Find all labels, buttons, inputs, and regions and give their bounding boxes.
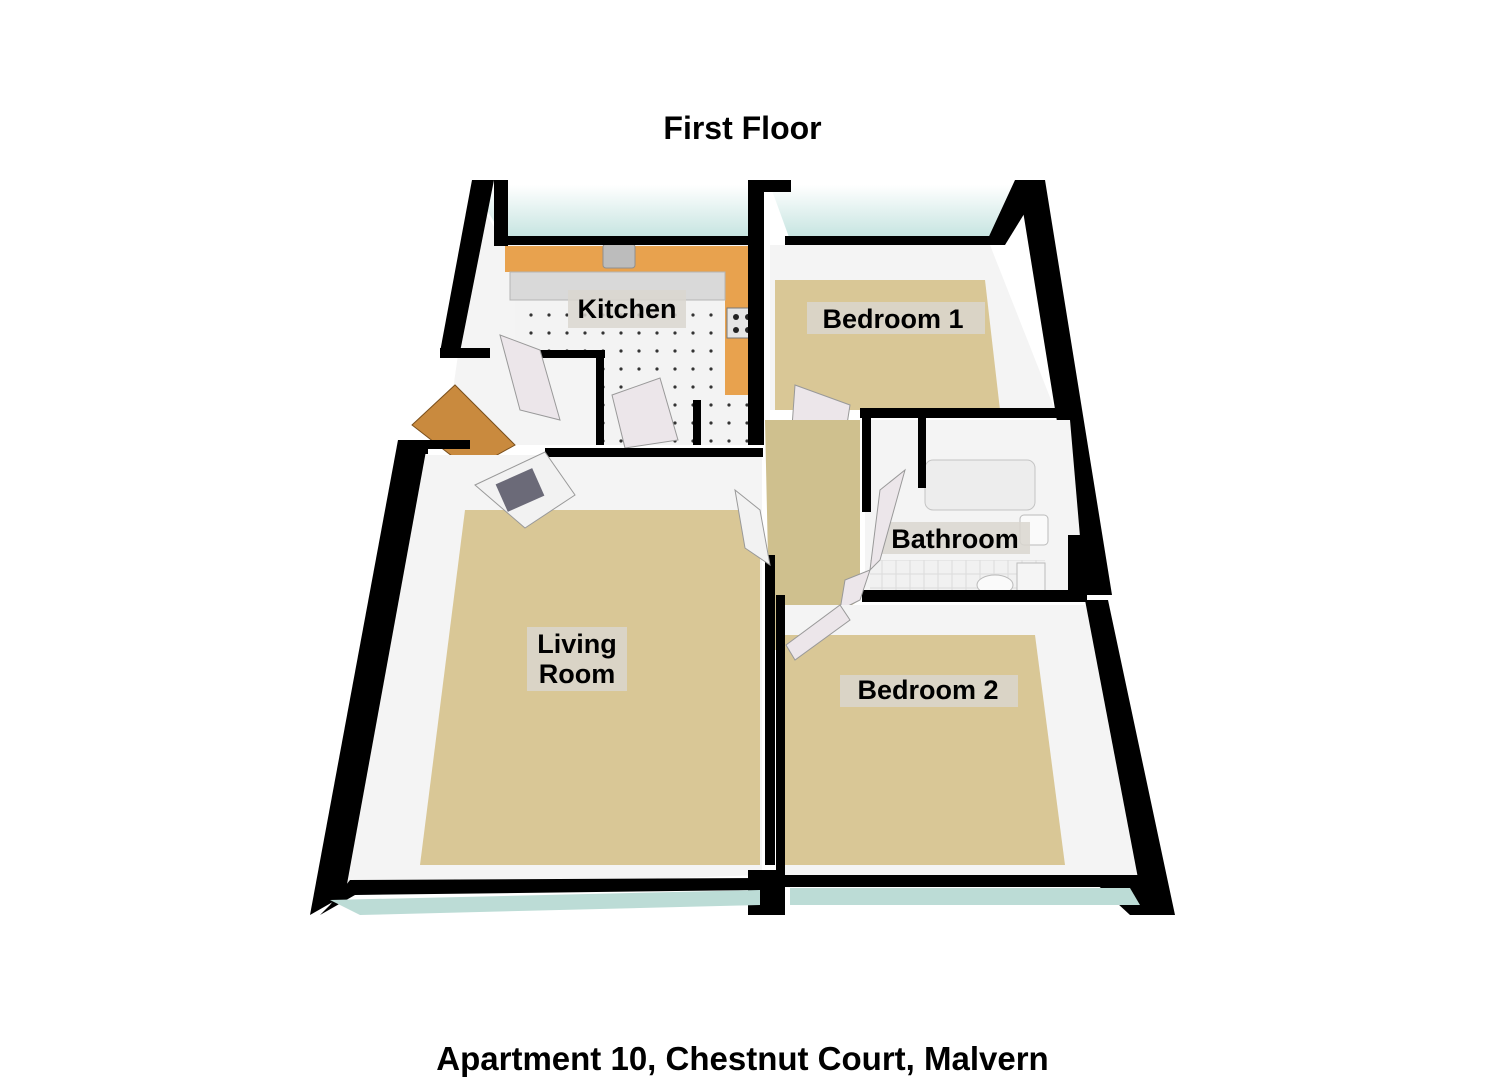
living-room-label-line2: Room <box>539 659 616 689</box>
airing-cupboard-door[interactable] <box>869 468 906 572</box>
kitchen-worktop <box>505 246 755 395</box>
living-room-label-line1: Living <box>537 629 617 659</box>
bath-icon <box>924 459 1036 511</box>
living-room-window <box>330 890 760 915</box>
bathroom-room: Bathroom <box>865 420 1085 596</box>
floor-title: First Floor <box>663 110 822 146</box>
bedroom1-window <box>770 185 1020 240</box>
hallway-floor <box>765 420 860 650</box>
kitchen-cabinets <box>509 271 726 301</box>
property-address: Apartment 10, Chestnut Court, Malvern <box>436 1040 1049 1077</box>
hall-to-living-door[interactable] <box>734 488 771 567</box>
bedroom1-walls <box>755 180 1112 595</box>
bedroom2-room: Bedroom 2 <box>780 605 1145 885</box>
kitchen-walls <box>440 180 764 445</box>
bedroom2-walls <box>776 595 1175 915</box>
bathroom-walls <box>862 412 1088 602</box>
door-glazing <box>495 468 545 512</box>
kitchen-window <box>472 185 755 240</box>
bathroom-label: Bathroom <box>891 524 1019 554</box>
sink-icon <box>602 243 636 269</box>
bedroom2-door[interactable] <box>785 604 851 661</box>
living-room: Living Room <box>335 455 762 890</box>
bedroom1-room: Bedroom 1 <box>770 185 1055 410</box>
bedroom2-window <box>790 888 1140 905</box>
kitchen-internal-door[interactable] <box>499 334 561 421</box>
bedroom1-label: Bedroom 1 <box>822 304 963 334</box>
kitchen-label: Kitchen <box>577 294 676 324</box>
bedroom2-label: Bedroom 2 <box>857 675 998 705</box>
bathroom-door[interactable] <box>839 569 871 611</box>
cupboard-door[interactable] <box>611 377 679 449</box>
